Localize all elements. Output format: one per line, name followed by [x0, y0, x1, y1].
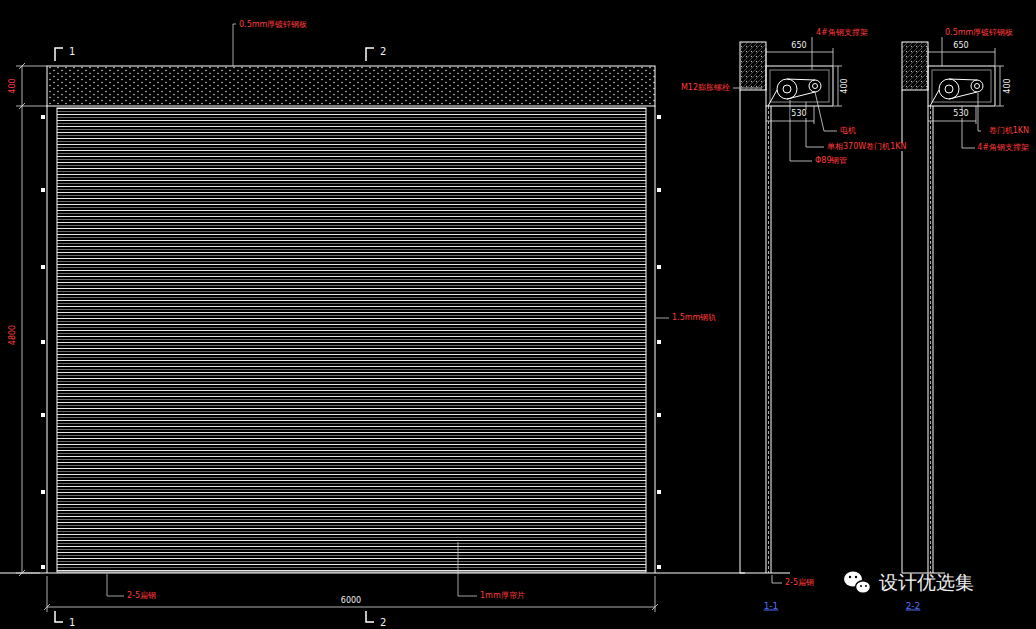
section-1-1-dimensions [733, 37, 842, 583]
material-note: 4#角钢支撑架 [815, 29, 869, 37]
dimension: 650 [952, 42, 969, 50]
material-note: 单相370W卷门机1KN [826, 143, 908, 151]
material-note: 1mm厚帘片 [479, 592, 526, 600]
anchor-bolts [41, 115, 661, 569]
material-note: Φ89钢管 [814, 157, 848, 165]
section-title: 1-1 [763, 602, 780, 611]
dimension-lines [16, 63, 658, 612]
watermark: 设计优选集 [878, 573, 975, 592]
dimension: 6000 [340, 597, 362, 605]
dimension: 400 [1004, 77, 1012, 94]
section-mark: 2 [379, 618, 387, 628]
section-2-2 [902, 42, 995, 573]
material-note: 2-5扁钢 [126, 592, 157, 600]
section-markers [55, 48, 374, 622]
dimension: 4800 [9, 324, 17, 346]
watermark-icon [844, 572, 871, 594]
section-1-1 [740, 42, 833, 573]
dimension: 530 [790, 110, 807, 118]
section-title: 2-2 [905, 602, 922, 611]
section-mark: 2 [379, 47, 387, 57]
material-note: 0.5mm厚镀锌钢板 [238, 21, 308, 29]
leader-lines [107, 24, 669, 596]
material-note: 0.5mm厚镀锌钢板 [944, 29, 1014, 37]
dimension: 530 [952, 110, 969, 118]
dimension: 400 [9, 77, 17, 94]
dimension: 650 [790, 42, 807, 50]
material-note: 2-5扁钢 [784, 579, 815, 587]
section-mark: 1 [68, 618, 76, 628]
material-note: 电机 [839, 127, 857, 135]
dimension: 400 [841, 77, 849, 94]
material-note: 4#角钢支撑架 [976, 144, 1030, 152]
material-note: 卷门机1KN [988, 127, 1030, 135]
material-note: M12膨胀螺栓 [680, 84, 731, 92]
material-note: 1.5mm钢轨 [671, 314, 717, 322]
door-elevation [0, 66, 745, 573]
section-mark: 1 [68, 47, 76, 57]
